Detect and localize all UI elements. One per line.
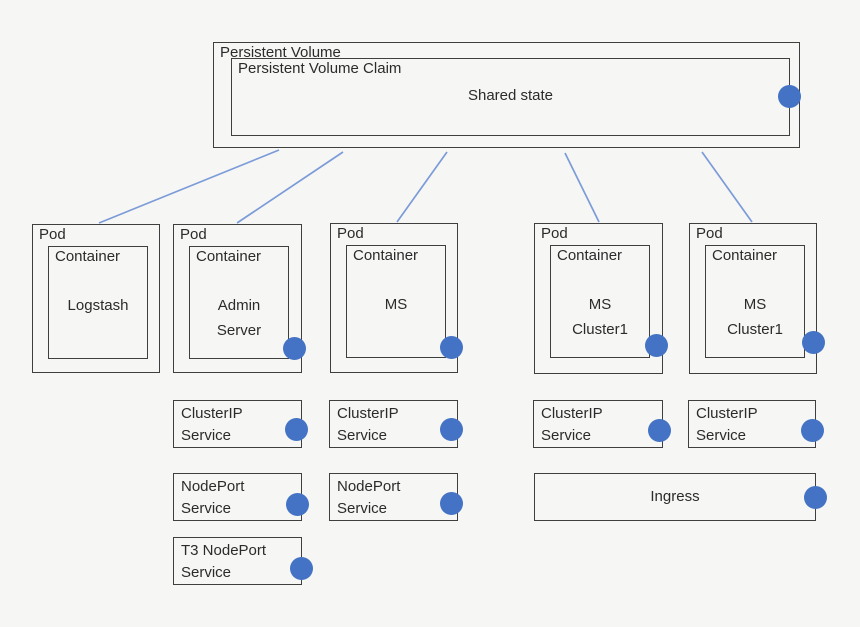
persistent-volume-box: Persistent Volume Persistent Volume Clai… [213, 42, 800, 148]
pod-label: Pod [541, 225, 568, 242]
pod-label: Pod [39, 226, 66, 243]
container-name-line1: Admin [217, 297, 261, 314]
container-label: Container [55, 248, 121, 265]
service-label-line2: Service [541, 427, 592, 444]
connector-line-pod-logstash [98, 149, 280, 224]
service-label: ClusterIP Service [696, 403, 758, 447]
endpoint-dot-clusterip-ms-cluster1-b [801, 419, 824, 442]
service-label-line1: ClusterIP [337, 405, 399, 422]
endpoint-dot-ingress [804, 486, 827, 509]
persistent-volume-label: Persistent Volume [220, 44, 341, 61]
service-label-line1: NodePort [337, 478, 401, 495]
container-name-line2: Cluster1 [727, 321, 783, 338]
service-nodeport-ms: NodePort Service [329, 473, 458, 521]
container-name-line1: Logstash [67, 297, 129, 314]
ingress-box: Ingress [534, 473, 816, 521]
container-name-ms-cluster1-b: MS Cluster1 [706, 292, 804, 342]
container-name-line1: MS [588, 296, 612, 313]
service-label-line1: NodePort [181, 478, 245, 495]
service-label-line2: Service [337, 427, 388, 444]
endpoint-dot-clusterip-ms-cluster1-a [648, 419, 671, 442]
service-t3-nodeport-admin: T3 NodePort Service [173, 537, 302, 585]
service-label-line1: T3 NodePort [181, 542, 267, 559]
container-box-admin-server: Container Admin Server [189, 246, 289, 359]
container-name-line2: Server [216, 322, 262, 339]
service-clusterip-ms-cluster1-b: ClusterIP Service [688, 400, 816, 448]
container-name-line1: MS [743, 296, 767, 313]
service-label: ClusterIP Service [181, 403, 243, 447]
ingress-label: Ingress [650, 488, 700, 505]
pod-ms-cluster1-a: Pod Container MS Cluster1 [534, 223, 663, 374]
container-name-admin-server: Admin Server [190, 293, 288, 343]
service-label-line2: Service [181, 500, 232, 517]
service-label: NodePort Service [337, 476, 400, 520]
endpoint-dot-t3-nodeport [290, 557, 313, 580]
service-label: ClusterIP Service [337, 403, 399, 447]
container-name-logstash: Logstash [49, 293, 147, 318]
container-label: Container [196, 248, 262, 265]
endpoint-dot-pod-ms [440, 336, 463, 359]
pod-logstash: Pod Container Logstash [32, 224, 160, 373]
endpoint-dot-pod-ms-cluster1-b [802, 331, 825, 354]
connector-line-pod-ms [396, 151, 448, 223]
container-name-line1: MS [384, 296, 408, 313]
service-clusterip-ms: ClusterIP Service [329, 400, 458, 448]
connector-line-pod-ms-cluster1-b [701, 151, 753, 223]
persistent-volume-claim-label: Persistent Volume Claim [238, 60, 402, 77]
container-box-logstash: Container Logstash [48, 246, 148, 359]
endpoint-dot-clusterip-ms [440, 418, 463, 441]
container-box-ms-cluster1-b: Container MS Cluster1 [705, 245, 805, 358]
service-label: NodePort Service [181, 476, 244, 520]
connector-line-pod-ms-cluster1-a [564, 152, 600, 223]
service-label-line2: Service [337, 500, 388, 517]
service-label: ClusterIP Service [541, 403, 603, 447]
container-label: Container [712, 247, 778, 264]
service-label: T3 NodePort Service [181, 540, 266, 584]
pod-label: Pod [696, 225, 723, 242]
pod-label: Pod [337, 225, 364, 242]
container-name-ms: MS [347, 292, 445, 317]
service-clusterip-ms-cluster1-a: ClusterIP Service [533, 400, 663, 448]
container-name-ms-cluster1-a: MS Cluster1 [551, 292, 649, 342]
service-nodeport-admin: NodePort Service [173, 473, 302, 521]
shared-state-label: Shared state [467, 87, 554, 104]
container-box-ms-cluster1-a: Container MS Cluster1 [550, 245, 650, 358]
endpoint-dot-clusterip-admin [285, 418, 308, 441]
service-clusterip-admin: ClusterIP Service [173, 400, 302, 448]
endpoint-dot-nodeport-admin [286, 493, 309, 516]
pod-ms-cluster1-b: Pod Container MS Cluster1 [689, 223, 817, 374]
endpoint-dot-persistent-volume [778, 85, 801, 108]
container-label: Container [353, 247, 419, 264]
endpoint-dot-pod-admin-server [283, 337, 306, 360]
pod-admin-server: Pod Container Admin Server [173, 224, 302, 373]
service-label-line2: Service [181, 427, 232, 444]
service-label-line2: Service [696, 427, 747, 444]
pod-ms: Pod Container MS [330, 223, 458, 373]
endpoint-dot-nodeport-ms [440, 492, 463, 515]
persistent-volume-claim-box: Persistent Volume Claim Shared state [231, 58, 790, 136]
container-label: Container [557, 247, 623, 264]
container-box-ms: Container MS [346, 245, 446, 358]
service-label-line1: ClusterIP [541, 405, 603, 422]
service-label-line1: ClusterIP [696, 405, 758, 422]
connector-line-pod-admin-server [236, 151, 344, 224]
pod-label: Pod [180, 226, 207, 243]
service-label-line1: ClusterIP [181, 405, 243, 422]
container-name-line2: Cluster1 [572, 321, 628, 338]
endpoint-dot-pod-ms-cluster1-a [645, 334, 668, 357]
service-label-line2: Service [181, 564, 232, 581]
